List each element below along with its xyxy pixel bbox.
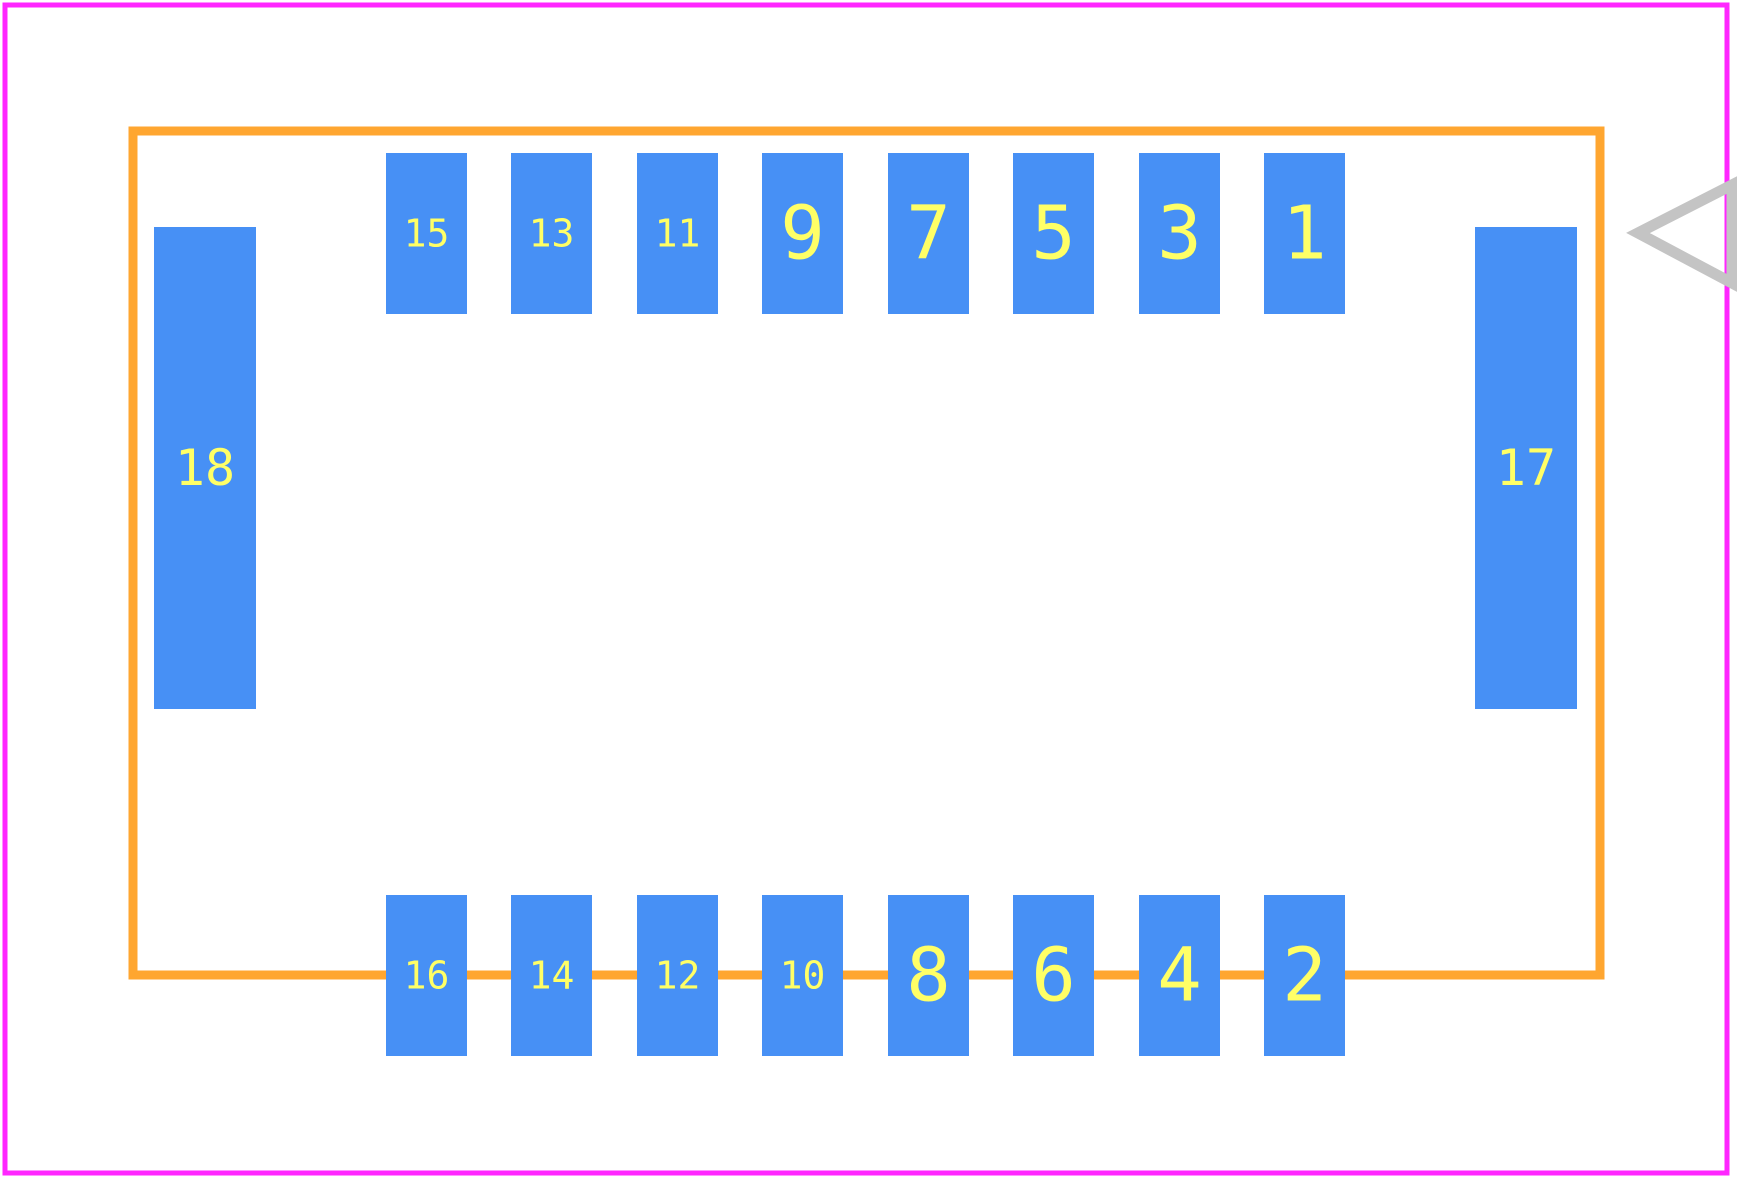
pad-14: 14 <box>511 895 592 1056</box>
pad-15: 15 <box>386 153 467 314</box>
pad-9: 9 <box>762 153 843 314</box>
pad-16-shape <box>386 895 467 1056</box>
pad-1: 1 <box>1264 153 1345 314</box>
pad-6: 6 <box>1013 895 1094 1056</box>
pad-11-shape <box>637 153 718 314</box>
pad-5-label: 5 <box>1031 191 1076 277</box>
pad-8-shape <box>888 895 969 1056</box>
pad-7: 7 <box>888 153 969 314</box>
pad-10: 10 <box>762 895 843 1056</box>
pad-9-label: 9 <box>780 191 825 277</box>
pin1-triangle-icon <box>1626 176 1737 292</box>
pad-10-label: 10 <box>780 954 826 998</box>
pad-14-shape <box>511 895 592 1056</box>
pad-15-shape <box>386 153 467 314</box>
pad-2-shape <box>1264 895 1345 1056</box>
pad-3: 3 <box>1139 153 1220 314</box>
pad-8-label: 8 <box>906 933 951 1019</box>
pad-4-label: 4 <box>1157 933 1202 1019</box>
pad-7-shape <box>888 153 969 314</box>
pad-3-shape <box>1139 153 1220 314</box>
pad-9-shape <box>762 153 843 314</box>
mount-pad-17: 17 <box>1475 227 1577 709</box>
pad-2: 2 <box>1264 895 1345 1056</box>
mount-pad-17-label: 17 <box>1496 439 1556 497</box>
mount-pad-18: 18 <box>154 227 256 709</box>
pad-7-label: 7 <box>906 191 951 277</box>
pad-4-shape <box>1139 895 1220 1056</box>
pad-11-label: 11 <box>655 212 701 256</box>
pad-12-shape <box>637 895 718 1056</box>
pad-16: 16 <box>386 895 467 1056</box>
mount-pad-17-shape <box>1475 227 1577 709</box>
pad-6-shape <box>1013 895 1094 1056</box>
pad-13: 13 <box>511 153 592 314</box>
pad-11: 11 <box>637 153 718 314</box>
silkscreen-outline <box>128 126 1605 980</box>
pad-2-label: 2 <box>1282 933 1327 1019</box>
pad-4: 4 <box>1139 895 1220 1056</box>
mount-pad-18-shape <box>154 227 256 709</box>
mount-pad-18-label: 18 <box>175 439 235 497</box>
pad-6-label: 6 <box>1031 933 1076 1019</box>
pad-16-label: 16 <box>404 954 450 998</box>
pad-3-label: 3 <box>1157 191 1202 277</box>
pad-1-label: 1 <box>1282 191 1327 277</box>
pad-13-shape <box>511 153 592 314</box>
pad-12-label: 12 <box>655 954 701 998</box>
pad-13-label: 13 <box>529 212 575 256</box>
pad-10-shape <box>762 895 843 1056</box>
pad-5-shape <box>1013 153 1094 314</box>
pad-1-shape <box>1264 153 1345 314</box>
pad-12: 12 <box>637 895 718 1056</box>
pad-15-label: 15 <box>404 212 450 256</box>
pad-8: 8 <box>888 895 969 1056</box>
pad-5: 5 <box>1013 153 1094 314</box>
pad-14-label: 14 <box>529 954 575 998</box>
